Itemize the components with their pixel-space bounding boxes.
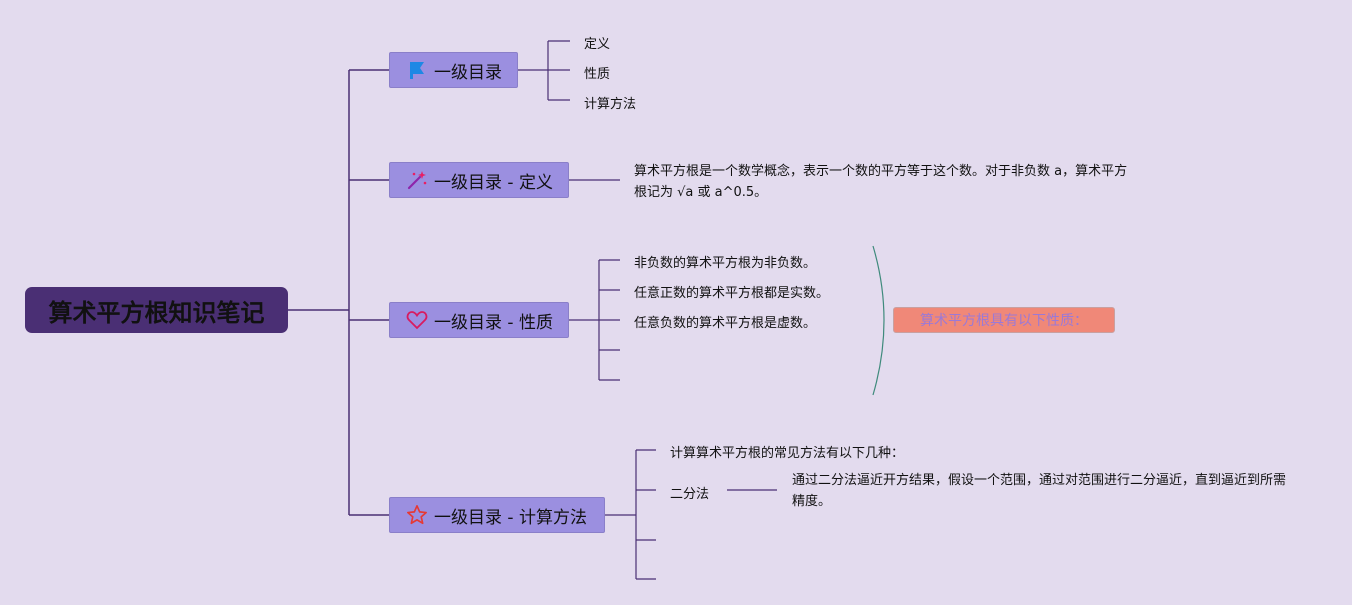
methods-intro[interactable]: 计算算术平方根的常见方法有以下几种：: [670, 446, 905, 461]
method-description[interactable]: 通过二分法逼近开方结果，假设一个范围，通过对范围进行二分逼近，直到逼近到所需精度…: [792, 473, 1287, 509]
heart-icon: [406, 309, 428, 331]
topic-definition[interactable]: 一级目录 - 定义: [389, 162, 569, 198]
root-topic[interactable]: 算术平方根知识笔记: [25, 287, 288, 333]
topic-methods[interactable]: 一级目录 - 计算方法: [389, 497, 605, 533]
topic-label: 一级目录 - 计算方法: [434, 507, 587, 528]
subtopic-methods[interactable]: 计算方法: [584, 97, 637, 112]
magic-wand-icon: [406, 169, 428, 191]
property-item[interactable]: 非负数的算术平方根为非负数。: [634, 256, 817, 271]
subtopic-properties[interactable]: 性质: [584, 67, 611, 82]
root-title: 算术平方根知识笔记: [48, 298, 265, 327]
star-icon: [406, 504, 428, 526]
topic-outline[interactable]: 一级目录: [389, 52, 518, 88]
topic-label: 一级目录: [434, 62, 502, 83]
property-item[interactable]: 任意负数的算术平方根是虚数。: [634, 316, 817, 331]
method-bisection[interactable]: 二分法: [670, 487, 710, 502]
subtopic-definition[interactable]: 定义: [584, 37, 611, 52]
topic-properties[interactable]: 一级目录 - 性质: [389, 302, 569, 338]
definition-text[interactable]: 算术平方根是一个数学概念，表示一个数的平方等于这个数。对于非负数 a，算术平方根…: [634, 164, 1128, 200]
blue-flag-icon: [406, 59, 428, 81]
summary-box[interactable]: 算术平方根具有以下性质：: [893, 307, 1115, 333]
topic-label: 一级目录 - 定义: [434, 172, 553, 193]
property-item[interactable]: 任意正数的算术平方根都是实数。: [634, 286, 830, 301]
topic-label: 一级目录 - 性质: [434, 312, 553, 333]
